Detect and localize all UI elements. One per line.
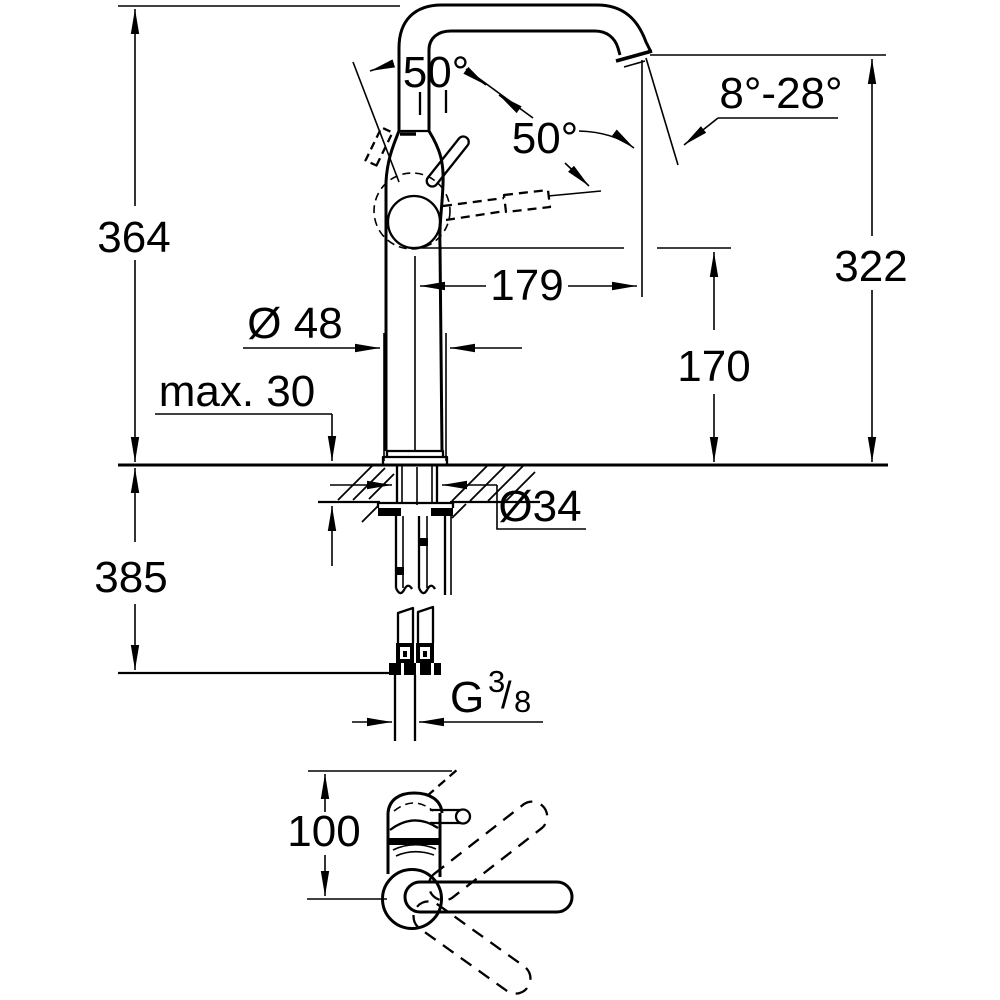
hose-break-symbols xyxy=(394,584,436,595)
mounting-nut-right xyxy=(431,508,453,516)
top-view-reference-lines xyxy=(307,770,452,900)
dim-shank-diameter: Ø34 xyxy=(330,480,586,531)
top-view-faucet xyxy=(381,768,574,995)
dim-handle-swing-side: 50° xyxy=(512,114,635,187)
spout-tilt-label: 8°-28° xyxy=(719,69,842,118)
outlet-clearance-label: 170 xyxy=(677,342,750,391)
shank-diameter-label: Ø34 xyxy=(498,482,581,531)
dim-outlet-height: 322 xyxy=(834,59,908,462)
handle-lever-top-dashed-up xyxy=(427,800,549,902)
body-diameter-label: Ø 48 xyxy=(247,299,342,348)
hose-ends xyxy=(389,605,441,675)
spout-edge-band xyxy=(388,838,440,845)
depth-below-counter-label: 385 xyxy=(94,553,167,602)
handle-swing-front-label: 50° xyxy=(403,48,470,97)
supply-assembly xyxy=(376,465,455,741)
mounting-nut-left xyxy=(378,508,401,516)
swivel-envelope-dashed xyxy=(373,172,451,250)
dim-thread-size: G 3 / 8 xyxy=(352,664,543,727)
handle-lever-top-dashed-down xyxy=(412,900,532,995)
dim-top-view-offset: 100 xyxy=(287,774,361,896)
dim-spout-tilt: 8°-28° xyxy=(683,69,843,146)
outlet-height-label: 322 xyxy=(834,242,907,291)
counter-thickness-label: max. 30 xyxy=(159,367,316,416)
handle-lever-top-solid xyxy=(403,880,574,914)
thread-tail xyxy=(393,675,417,741)
ball-joint xyxy=(386,194,442,250)
dim-depth-below-counter: 385 xyxy=(94,468,168,670)
top-view-offset-label: 100 xyxy=(287,807,360,856)
total-height-label: 364 xyxy=(97,213,170,262)
thread-denominator: 8 xyxy=(514,684,531,719)
handle-lever-solid xyxy=(425,135,470,188)
handle-swing-side-label: 50° xyxy=(512,114,579,163)
handle-lever-dashed-forward xyxy=(442,188,602,222)
spout-reach-label: 179 xyxy=(490,261,563,310)
front-view: 364 385 322 170 179 Ø 48 xyxy=(94,3,908,741)
reference-lines xyxy=(118,5,886,675)
base-flange xyxy=(381,449,449,465)
dim-handle-swing-front: 50° xyxy=(352,48,534,183)
spout-projection-dashed xyxy=(426,768,459,797)
dim-outlet-clearance: 170 xyxy=(677,252,751,462)
dim-total-height: 364 xyxy=(97,9,171,462)
top-view: 100 xyxy=(287,768,574,995)
body-circle xyxy=(381,868,443,930)
thread-numerator: 3 xyxy=(488,664,505,699)
mounting-washer xyxy=(376,501,455,508)
handle-pin xyxy=(430,808,472,825)
faucet-body xyxy=(364,3,653,465)
supply-hoses xyxy=(394,516,452,595)
thread-slash: / xyxy=(501,675,512,717)
dim-counter-thickness: max. 30 xyxy=(155,367,337,566)
dim-body-diameter: Ø 48 xyxy=(243,299,522,353)
thread-letter: G xyxy=(450,673,484,722)
dim-spout-reach: 179 xyxy=(420,261,637,310)
